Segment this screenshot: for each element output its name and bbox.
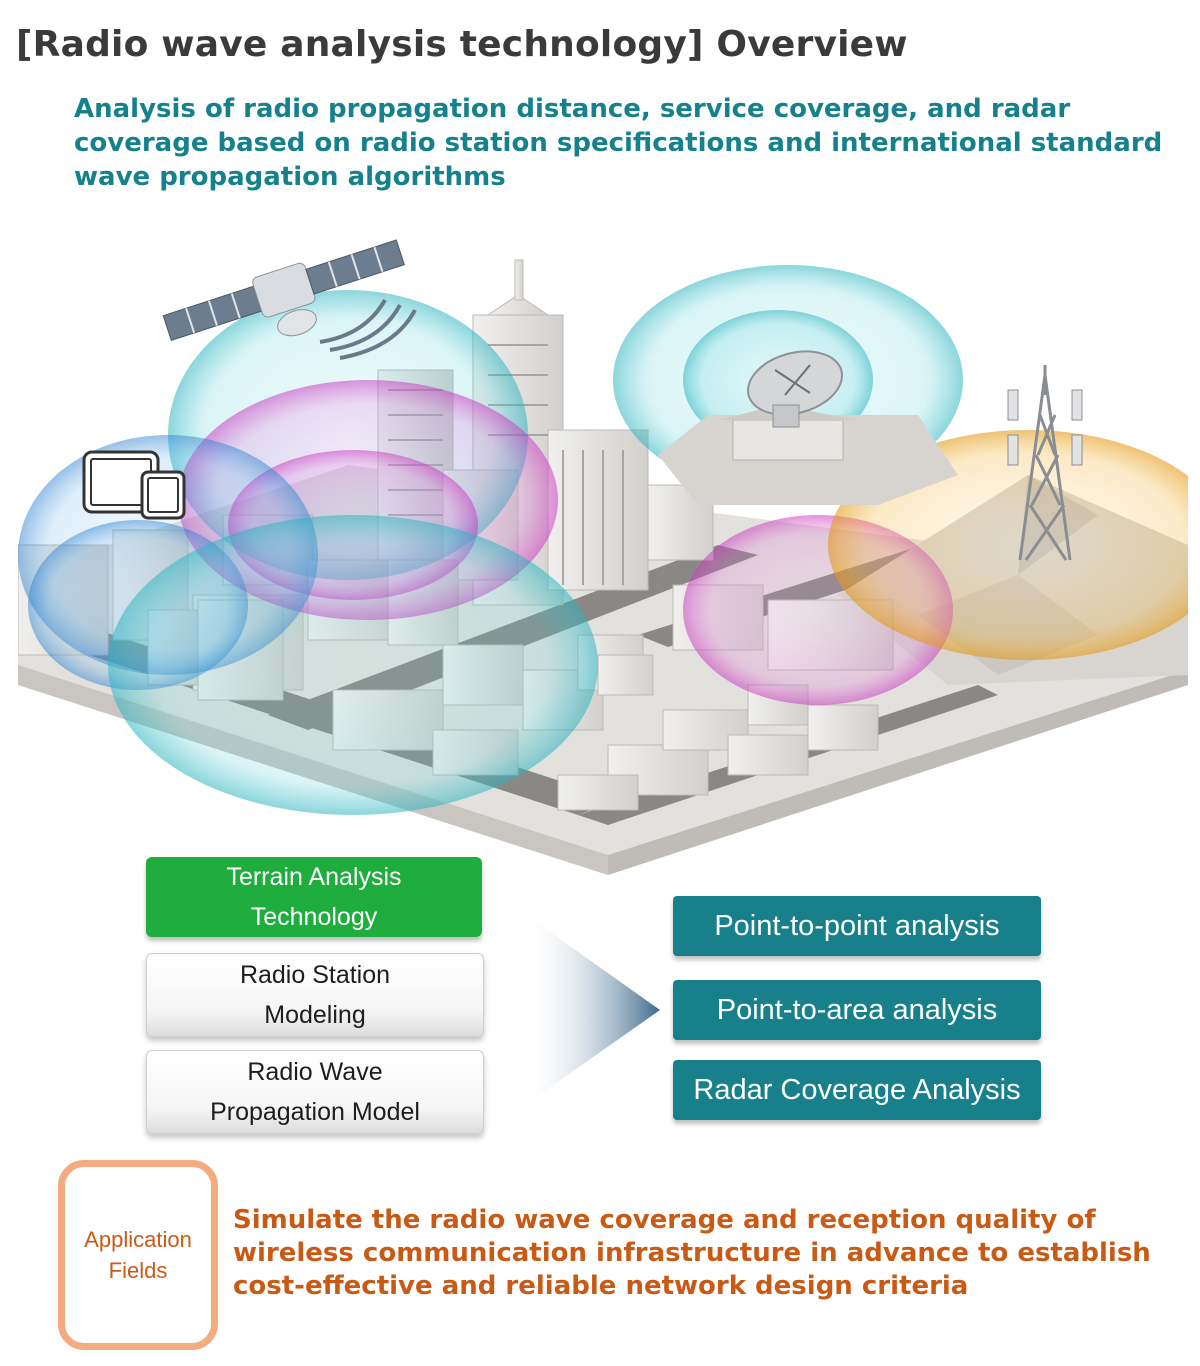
- point-to-area-label: Point-to-area analysis: [716, 993, 998, 1026]
- propagation-model-box: Radio Wave Propagation Model: [146, 1050, 484, 1134]
- satellite-icon: [162, 239, 405, 342]
- page-title: [Radio wave analysis technology] Overvie…: [16, 24, 908, 65]
- point-to-area-box: Point-to-area analysis: [673, 980, 1041, 1040]
- page-subtitle: Analysis of radio propagation distance, …: [74, 94, 1163, 192]
- cell-tower-icon: [1007, 365, 1083, 561]
- smartphone-icon: [140, 470, 186, 520]
- radar-coverage-box: Radar Coverage Analysis: [673, 1060, 1041, 1120]
- radar-dish-icon: [746, 350, 844, 428]
- radio-station-modeling-box: Radio Station Modeling: [146, 953, 484, 1037]
- application-fields-box: Application Fields: [58, 1160, 218, 1350]
- point-to-point-label: Point-to-point analysis: [714, 909, 1000, 942]
- signal-waves-icon: [319, 299, 417, 360]
- terrain-analysis-label: Terrain Analysis Technology: [226, 863, 402, 931]
- application-description: Simulate the radio wave coverage and rec…: [233, 1205, 1151, 1301]
- city-coverage-illustration: [18, 215, 1188, 875]
- propagation-model-label: Radio Wave Propagation Model: [210, 1058, 420, 1126]
- point-to-point-box: Point-to-point analysis: [673, 896, 1041, 956]
- terrain-analysis-box: Terrain Analysis Technology: [146, 857, 482, 937]
- arrow-icon: [522, 912, 660, 1107]
- application-fields-label: Application Fields: [84, 1227, 192, 1283]
- radio-station-modeling-label: Radio Station Modeling: [239, 961, 391, 1029]
- radar-coverage-label: Radar Coverage Analysis: [693, 1073, 1021, 1106]
